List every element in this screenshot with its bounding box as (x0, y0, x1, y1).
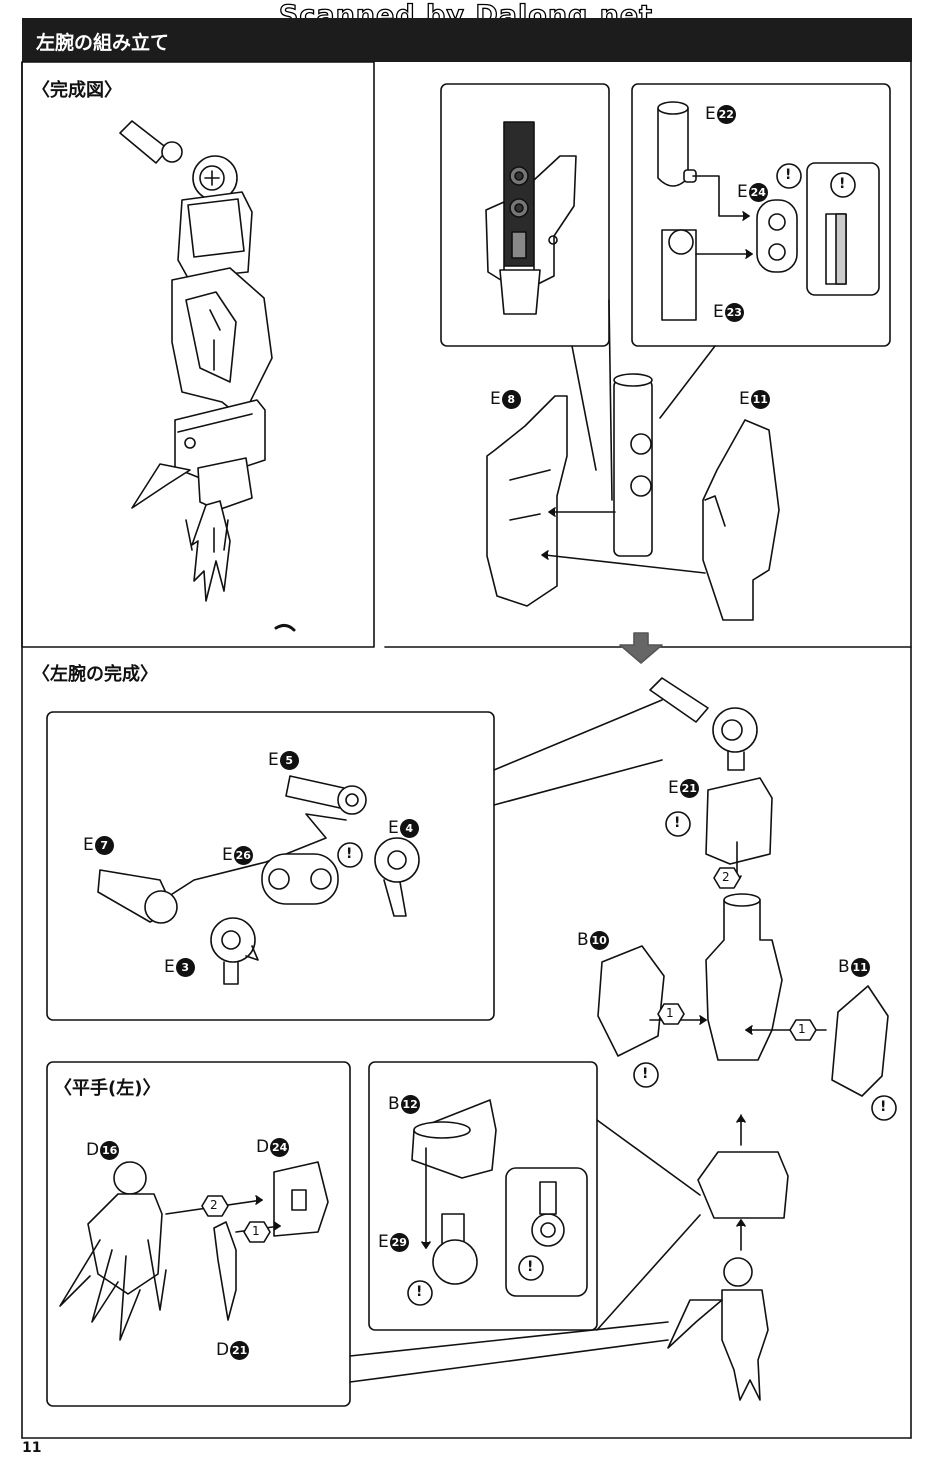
step-number-2-arm: 2 (722, 870, 730, 884)
arm-assembly-illustration (597, 677, 889, 1401)
detail-box-2 (631, 83, 891, 347)
left-arm-complete-label: 〈左腕の完成〉 (32, 664, 158, 685)
left-arm-complete-box (46, 711, 495, 1021)
step-number-1-right: 1 (798, 1022, 806, 1036)
caution-mark: ! (346, 846, 353, 862)
forearm-parts-illustration (486, 373, 780, 621)
flat-hand-illustration (59, 1161, 669, 1383)
wrist-box (368, 1061, 598, 1331)
caution-mark: ! (785, 167, 792, 183)
header-bar (22, 18, 912, 62)
caution-mark: ! (416, 1284, 423, 1300)
completed-view-label: 〈完成図〉 (32, 80, 122, 101)
step-number-1-left: 1 (666, 1006, 674, 1020)
step-number-2-hand: 2 (210, 1198, 218, 1212)
wrist-inset-box (505, 1167, 588, 1297)
completed-arm-illustration (119, 120, 296, 632)
page-number: 11 (22, 1440, 42, 1456)
down-arrow (619, 632, 663, 664)
page-title: 左腕の組み立て (36, 32, 170, 54)
wrist-parts-illustration (411, 1099, 565, 1285)
elbow-joint-illustration (97, 775, 420, 985)
caution-circles (337, 163, 897, 1306)
e8-detail-illustration (485, 121, 577, 315)
callout-line-2 (659, 345, 716, 419)
callout-line-1 (571, 345, 597, 471)
flat-hand-label: 〈平手(左)〉 (54, 1078, 161, 1099)
caution-mark: ! (642, 1066, 649, 1082)
caution-mark: ! (839, 176, 846, 192)
step-marker-hexagons (201, 867, 817, 1243)
caution-mark: ! (880, 1099, 887, 1115)
detail-box-1 (440, 83, 610, 347)
caution-mark: ! (527, 1259, 534, 1275)
detail-inset-box (806, 162, 880, 296)
completed-view-box (21, 61, 375, 648)
joint-parts-illustration (657, 101, 847, 321)
flat-hand-box (46, 1061, 351, 1407)
step-number-1-hand: 1 (252, 1224, 260, 1238)
caution-mark: ! (674, 815, 681, 831)
